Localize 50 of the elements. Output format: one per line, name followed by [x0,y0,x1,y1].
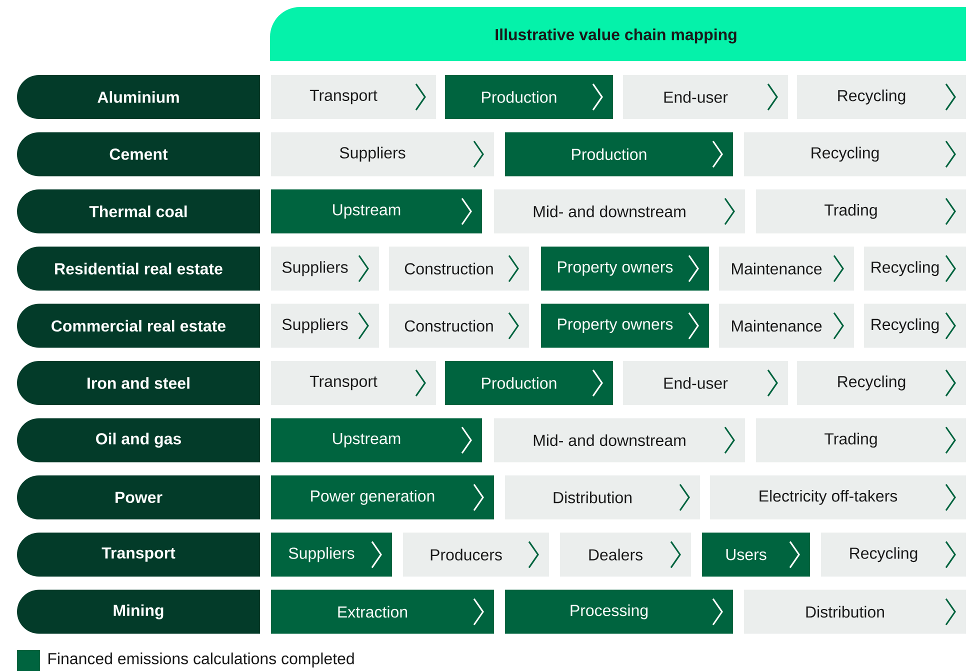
value-chain-step: Maintenance [719,304,854,348]
value-chain-step: Mid- and downstream [494,418,746,462]
value-chain-step: Property owners [541,246,709,291]
sector-pill: Transport [17,532,260,577]
value-chain-step: Maintenance [719,246,854,291]
value-chain-step: Suppliers [271,246,379,291]
value-chain-step: Recycling [864,304,966,348]
value-chain-step: Upstream [271,418,482,462]
value-chain-step: Distribution [505,475,700,520]
value-chain-step: Recycling [744,132,966,176]
sector-pill: Iron and steel [17,361,260,405]
sector-pill: Thermal coal [17,189,260,234]
value-chain-step: Recycling [821,532,966,577]
sector-pill: Aluminium [17,75,260,119]
sector-pill: Residential real estate [17,246,260,291]
value-chain-step: Power generation [271,475,494,520]
value-chain-step: End-user [623,361,788,405]
value-chain-step: Upstream [271,189,482,234]
value-chain-step: Suppliers [271,132,494,176]
sector-pill: Mining [17,590,260,634]
value-chain-step: Production [445,361,613,405]
value-chain-step: Property owners [541,304,709,348]
value-chain-step: Processing [505,590,733,634]
value-chain-step: Production [445,75,613,119]
value-chain-step: Transport [271,75,436,119]
value-chain-step: Users [702,532,810,577]
value-chain-step: Extraction [271,590,494,634]
header-band: Illustrative value chain mapping [270,7,966,61]
value-chain-step: Trading [756,189,966,234]
value-chain-step: Suppliers [271,304,379,348]
value-chain-step: Electricity off-takers [710,475,966,520]
value-chain-step: Construction [389,304,529,348]
value-chain-step: Recycling [864,246,966,291]
value-chain-step: Suppliers [271,532,392,577]
value-chain-step: Mid- and downstream [494,189,746,234]
legend-text: Financed emissions calculations completed [48,652,354,668]
value-chain-step: Dealers [560,532,691,577]
value-chain-step: Distribution [744,590,966,634]
value-chain-step: Construction [389,246,529,291]
value-chain-step: Recycling [797,75,966,119]
value-chain-step: Producers [403,532,549,577]
value-chain-step: Trading [756,418,966,462]
sector-pill: Power [17,475,260,520]
value-chain-step: Recycling [797,361,966,405]
sector-pill: Commercial real estate [17,304,260,348]
value-chain-step: End-user [623,75,788,119]
value-chain-step: Production [505,132,733,176]
sector-pill: Cement [17,132,260,176]
value-chain-step: Transport [271,361,436,405]
sector-pill: Oil and gas [17,418,260,462]
